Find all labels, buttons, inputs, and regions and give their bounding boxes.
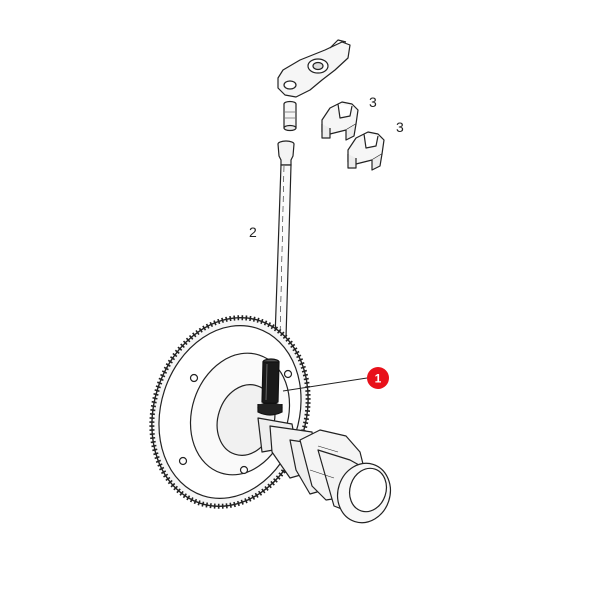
callout-1-badge[interactable]: 1 [367, 367, 389, 389]
camshaft [257, 417, 392, 524]
valve-bridge-lower [347, 131, 385, 171]
cam-gear [149, 315, 311, 509]
adjuster-stud [283, 100, 297, 132]
callout-1: 1 [375, 372, 382, 386]
callout-3-lower: 3 [396, 119, 404, 135]
leader-line [282, 377, 368, 392]
rocker-arm [277, 39, 351, 98]
badge-circle [367, 367, 389, 389]
tappet [257, 358, 283, 416]
valve-bridge-upper [321, 101, 359, 141]
push-rod [274, 140, 295, 339]
callout-3-upper: 3 [369, 94, 377, 110]
callout-2: 2 [249, 224, 257, 240]
